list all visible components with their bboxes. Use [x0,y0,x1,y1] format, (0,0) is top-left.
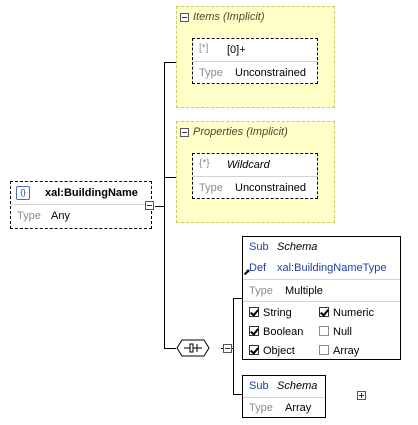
items-group-title: Items (Implicit) [193,11,265,23]
schema-sub-value: Schema [277,241,318,253]
items-name: [0]+ [227,44,246,56]
null-label: Null [333,326,352,338]
items-box[interactable]: [*] [0]+ Type Unconstrained [192,38,318,84]
properties-type-value: Unconstrained [235,182,306,194]
properties-name: Wildcard [227,159,270,171]
connector-choice-vertical [233,298,234,394]
array-label: Array [333,345,360,357]
type-option-string[interactable]: String [249,307,292,319]
string-checkbox[interactable] [249,307,259,317]
root-collapse-toggle[interactable] [145,201,154,210]
schema-def-label: Def [249,262,267,274]
connector-choice [164,348,176,349]
array-sub-label: Sub [249,380,269,392]
type-option-null[interactable]: Null [319,326,352,338]
array-item-icon: [*] [199,43,209,54]
wildcard-icon: {*} [199,158,210,169]
items-group-header: Items (Implicit) [180,11,265,23]
properties-group-toggle[interactable] [180,127,189,137]
connector-vertical-trunk [164,62,165,349]
root-element-box[interactable]: {} xal:BuildingName Type Any [10,181,152,229]
items-type-value: Unconstrained [235,67,306,79]
schema-type-value: Multiple [285,285,323,297]
items-group-toggle[interactable] [180,12,189,22]
schema-box[interactable]: Sub Schema ⬈ Def xal:BuildingNameType Ty… [242,236,401,360]
connector-array [233,394,242,395]
root-element-name: xal:BuildingName [45,187,138,199]
choice-collapse-toggle[interactable] [223,344,233,353]
type-option-numeric[interactable]: Numeric [319,307,374,319]
schema-def-value[interactable]: xal:BuildingNameType [277,262,387,274]
array-type-label: Type [249,402,273,414]
choice-compositor-icon[interactable] [176,339,210,357]
boolean-checkbox[interactable] [249,326,259,336]
array-expand-toggle[interactable] [357,391,367,400]
string-label: String [263,307,292,319]
element-icon: {} [16,186,30,200]
root-type-label: Type [17,210,41,222]
properties-group-header: Properties (Implicit) [180,126,288,138]
type-option-array[interactable]: Array [319,345,359,357]
properties-box[interactable]: {*} Wildcard Type Unconstrained [192,153,318,199]
array-type-value: Array [285,402,312,414]
array-checkbox[interactable] [319,345,329,355]
boolean-label: Boolean [263,326,304,338]
null-checkbox[interactable] [319,326,329,336]
type-option-object[interactable]: Object [249,345,295,357]
numeric-label: Numeric [333,307,374,319]
reference-arrow-icon: ⬈ [243,267,251,277]
connector-root-trunk [155,206,164,207]
object-checkbox[interactable] [249,345,259,355]
properties-group-title: Properties (Implicit) [193,126,288,138]
object-label: Object [263,345,295,357]
connector-schema [233,298,242,299]
items-type-label: Type [199,67,223,79]
array-sub-value: Schema [277,380,318,392]
schema-type-label: Type [249,285,273,297]
numeric-checkbox[interactable] [319,307,329,317]
type-option-boolean[interactable]: Boolean [249,326,303,338]
root-type-value: Any [51,210,70,222]
schema-sub-label: Sub [249,241,269,253]
array-box[interactable]: Sub Schema Type Array [242,375,326,418]
properties-type-label: Type [199,182,223,194]
